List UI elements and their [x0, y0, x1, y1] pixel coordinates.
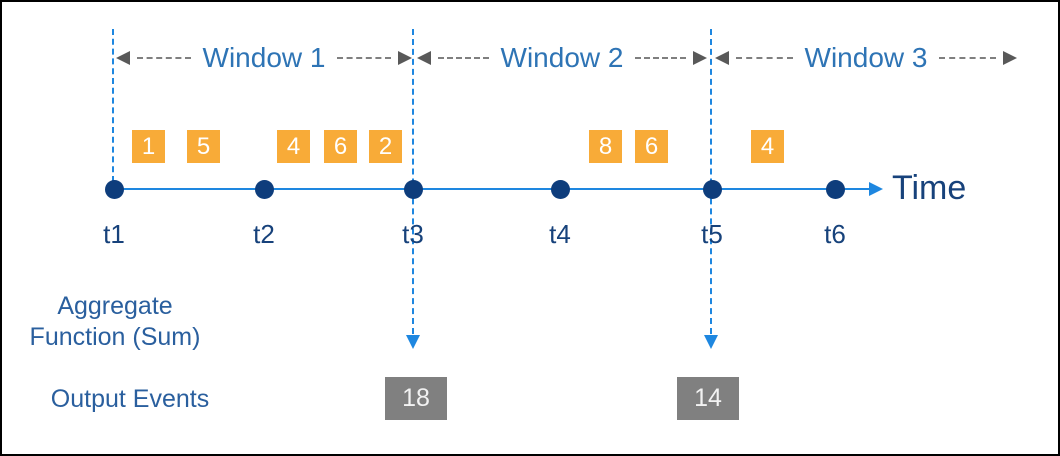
window-3-header: Window 3 [715, 42, 1017, 74]
output-value-box-t3: 18 [385, 377, 447, 420]
timeline-dot-t1 [105, 180, 124, 199]
aggregate-label-line1: Aggregate [57, 292, 173, 320]
output-events-label: Output Events [50, 385, 210, 413]
time-axis-label: Time [892, 169, 967, 207]
dashed-line [736, 57, 793, 59]
output-arrow-icon-t3 [406, 335, 420, 349]
tick-label-t6: t6 [824, 219, 846, 249]
window-2-label: Window 2 [500, 42, 624, 73]
window-boundary-line-t1 [112, 29, 114, 182]
timeline-axis [110, 188, 870, 190]
output-value-box-t5: 14 [677, 377, 739, 420]
dashed-line [635, 57, 686, 59]
dashed-line [939, 57, 996, 59]
output-arrow-icon-t5 [704, 335, 718, 349]
window-1-header: Window 1 [116, 42, 412, 74]
arrow-left-icon [116, 51, 130, 65]
event-box: 4 [277, 130, 310, 163]
dashed-line [438, 57, 489, 59]
aggregate-function-label: Aggregate Function (Sum) [24, 291, 206, 353]
tick-label-t3: t3 [402, 219, 424, 249]
window-3-label: Window 3 [804, 42, 928, 73]
timeline-dot-t5 [703, 180, 722, 199]
dashed-line [137, 57, 191, 59]
event-box: 4 [751, 130, 784, 163]
tick-label-t5: t5 [701, 219, 723, 249]
window-1-label: Window 1 [202, 42, 326, 73]
arrow-right-icon [693, 51, 707, 65]
tick-label-t4: t4 [549, 219, 571, 249]
event-box: 5 [187, 130, 220, 163]
timeline-dot-t2 [255, 180, 274, 199]
tick-label-t2: t2 [253, 219, 275, 249]
timeline-dot-t6 [826, 180, 845, 199]
timeline-arrow-icon [869, 182, 883, 196]
arrow-right-icon [1003, 51, 1017, 65]
event-box: 6 [324, 130, 357, 163]
event-box: 2 [369, 130, 402, 163]
event-box: 6 [635, 130, 668, 163]
event-box: 8 [589, 130, 622, 163]
aggregate-label-line2: Function (Sum) [29, 323, 201, 351]
arrow-left-icon [715, 51, 729, 65]
event-box: 1 [132, 130, 165, 163]
timeline-dot-t3 [404, 180, 423, 199]
arrow-right-icon [398, 51, 412, 65]
arrow-left-icon [417, 51, 431, 65]
tick-label-t1: t1 [103, 219, 125, 249]
dashed-line [337, 57, 391, 59]
timeline-dot-t4 [551, 180, 570, 199]
window-2-header: Window 2 [417, 42, 707, 74]
